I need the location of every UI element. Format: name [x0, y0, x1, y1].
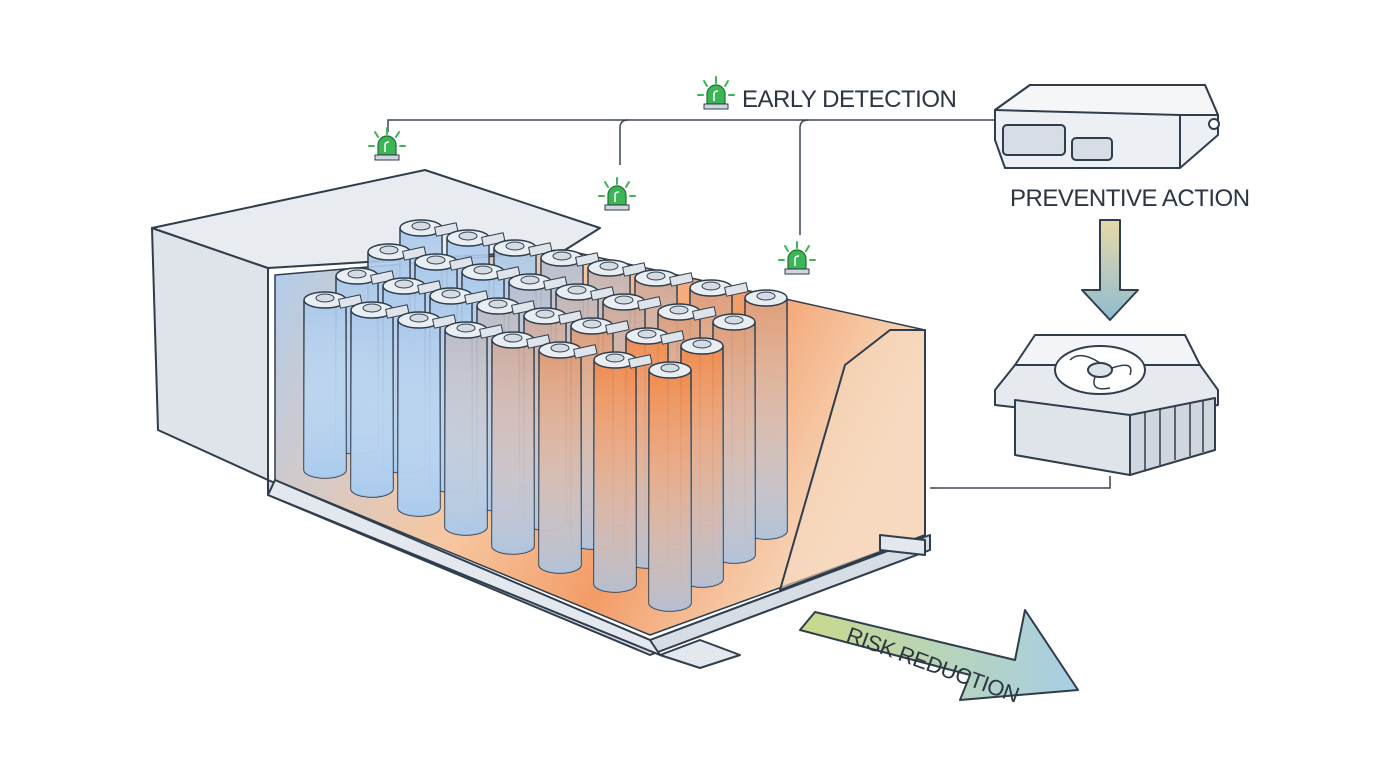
bus-bar [637, 296, 662, 311]
preventive-action-label: PREVENTIVE ACTION [1010, 185, 1250, 212]
bus-bar [724, 282, 749, 297]
battery-pack [151, 169, 931, 669]
battery-cell [397, 311, 457, 517]
alarm-beacon-icon [697, 76, 735, 110]
alarm-beacon-icon [598, 177, 636, 211]
alarm-beacon-icon [368, 127, 406, 161]
battery-cell [538, 341, 598, 574]
mounting-tab [879, 534, 926, 556]
pack-end-face [151, 227, 269, 481]
bus-bar [692, 306, 717, 321]
battery-cell [648, 361, 692, 612]
bus-bar [669, 272, 694, 287]
risk-reduction-arrow-icon [799, 609, 1079, 701]
mounting-tab [659, 639, 741, 669]
battery-cell [350, 301, 410, 498]
battery-cell [593, 351, 653, 593]
controller-unit-icon [994, 84, 1220, 169]
down-arrow-icon [1081, 219, 1139, 321]
bus-bar [628, 354, 653, 369]
battery-cells [303, 219, 788, 612]
alarm-beacons [368, 76, 816, 275]
bus-bar [660, 330, 685, 345]
battery-cell [303, 291, 363, 479]
battery-cell [491, 331, 551, 555]
alarm-beacon-icon [778, 241, 816, 275]
pack-side-wall [779, 329, 926, 591]
bus-bar [605, 320, 630, 335]
battery-cell [444, 321, 504, 536]
bus-bar [573, 344, 598, 359]
cooling-fan-icon [994, 334, 1219, 476]
early-detection-label: EARLY DETECTION [742, 86, 957, 113]
